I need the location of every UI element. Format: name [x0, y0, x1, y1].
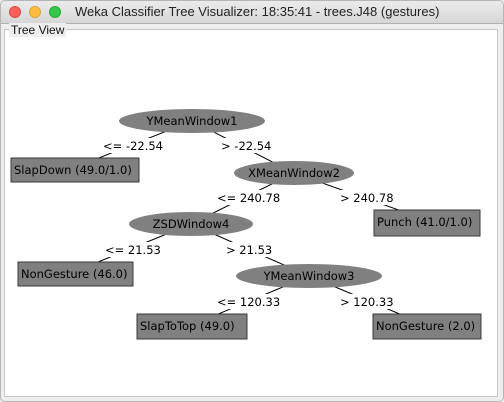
tree-node-ymean3[interactable]: YMeanWindow3: [236, 264, 382, 288]
minimize-button[interactable]: [29, 6, 41, 18]
leaf-label-non-gesture-b: NonGesture (2.0): [376, 319, 475, 333]
window-title: Weka Classifier Tree Visualizer: 18:35:4…: [75, 4, 440, 19]
tree-node-xmean[interactable]: XMeanWindow2: [234, 161, 354, 185]
leaf-label-slap-down: SlapDown (49.0/1.0): [14, 163, 132, 177]
leaf-punch[interactable]: Punch (41.0/1.0): [373, 209, 481, 237]
edge-label-y3-left: <= 120.33: [217, 295, 280, 309]
edge-label-root-left: <= -22.54: [103, 139, 163, 153]
maximize-button[interactable]: [49, 6, 61, 18]
node-label-xmean: XMeanWindow2: [248, 166, 340, 180]
leaf-slap-down[interactable]: SlapDown (49.0/1.0): [10, 157, 140, 183]
edge-label-zsd-right: > 21.53: [226, 243, 272, 257]
close-button[interactable]: [9, 6, 21, 18]
edge-label-zsd-left: <= 21.53: [105, 243, 161, 257]
leaf-slap-to-top[interactable]: SlapToTop (49.0): [136, 313, 248, 340]
edge-label-x-right: > 240.78: [340, 191, 394, 205]
node-label-root: YMeanWindow1: [145, 114, 237, 128]
edge-label-x-left: <= 240.78: [217, 191, 280, 205]
leaf-label-slap-to-top: SlapToTop (49.0): [140, 319, 235, 333]
leaf-label-non-gesture-a: NonGesture (46.0): [21, 267, 128, 281]
leaf-non-gesture-a[interactable]: NonGesture (46.0): [17, 261, 134, 287]
tree-view-label: Tree View: [9, 23, 67, 37]
leaf-non-gesture-b[interactable]: NonGesture (2.0): [372, 313, 482, 340]
node-label-zsd: ZSDWindow4: [153, 217, 230, 231]
edge-label-y3-right: > 120.33: [340, 295, 394, 309]
tree-node-root[interactable]: YMeanWindow1: [119, 109, 265, 133]
node-label-ymean3: YMeanWindow3: [262, 269, 354, 283]
leaf-label-punch: Punch (41.0/1.0): [377, 215, 472, 229]
title-bar[interactable]: Weka Classifier Tree Visualizer: 18:35:4…: [1, 1, 503, 24]
tree-node-zsd[interactable]: ZSDWindow4: [129, 212, 253, 236]
edge-label-root-right: > -22.54: [221, 139, 271, 153]
